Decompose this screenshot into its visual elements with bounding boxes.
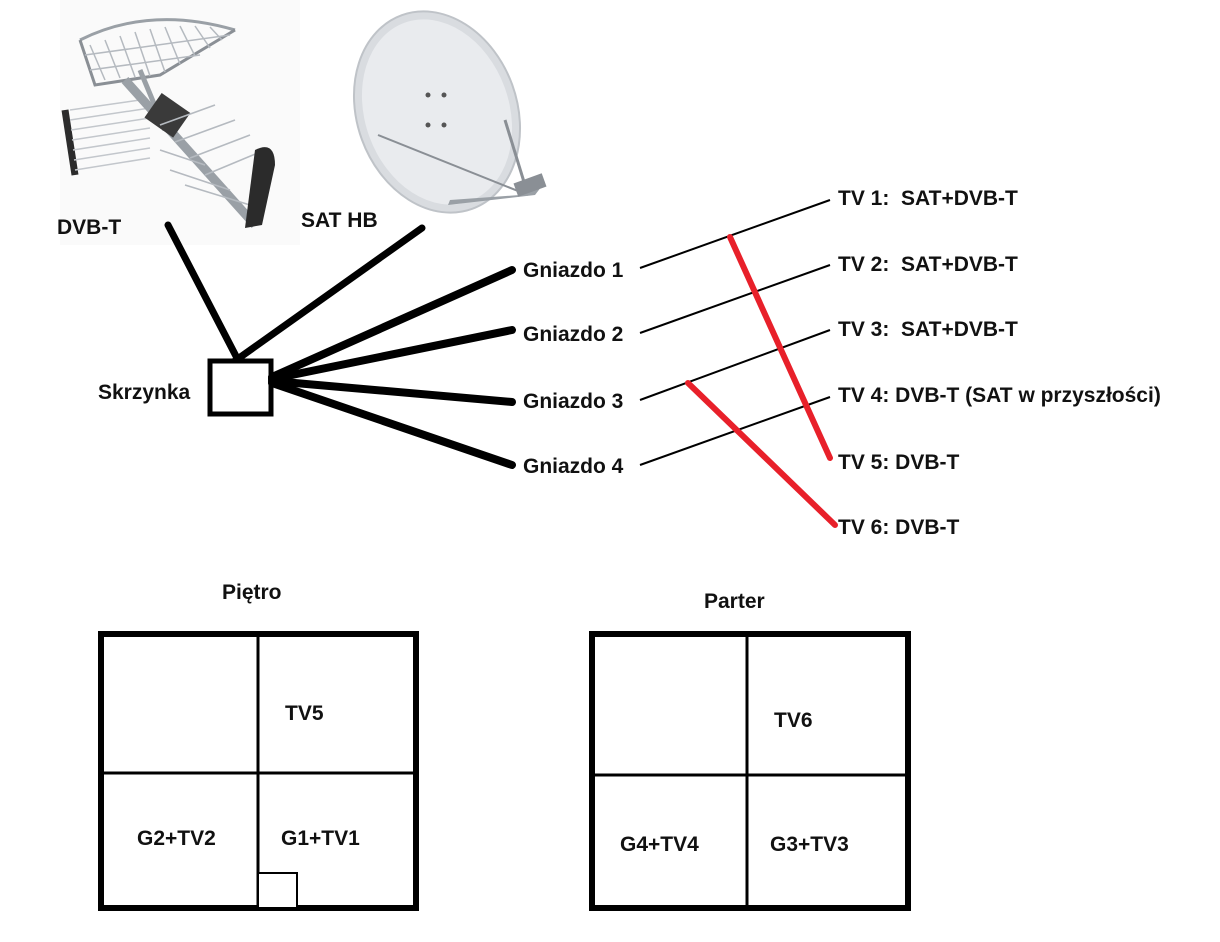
tv-links [639,199,831,466]
upper-box-marker [257,872,298,909]
upper-room-tv5: TV5 [285,702,324,725]
tv-2-label: TV 2: SAT+DVB-T [838,253,1018,276]
sat-label: SAT HB [301,209,378,232]
upper-room-g2tv2: G2+TV2 [137,827,216,850]
floor-plan-upper: Piętro TV5 G2+TV2 G1+TV1 [98,581,419,911]
socket-2-label: Gniazdo 2 [523,323,623,346]
floor-plan-ground: Parter TV6 G4+TV4 G3+TV3 [589,590,911,911]
socket-1-label: Gniazdo 1 [523,259,624,282]
tv5-extension-line [727,234,833,461]
dvbt-cable [164,221,242,364]
dvbt-antenna-icon [60,0,300,245]
tv-3-label: TV 3: SAT+DVB-T [838,318,1018,341]
satellite-dish-icon [352,10,547,214]
tv-1-label: TV 1: SAT+DVB-T [838,187,1018,210]
tv-4-label: TV 4: DVB-T (SAT w przyszłości) [838,384,1161,407]
tv6-extension-line [685,380,838,528]
box-label: Skrzynka [98,381,191,404]
upper-floor-title: Piętro [222,581,282,604]
socket-4-label: Gniazdo 4 [523,455,624,478]
ground-room-g3tv3: G3+TV3 [770,833,849,856]
dvbt-label: DVB-T [57,216,121,239]
socket-cables [268,266,516,469]
upper-room-g1tv1: G1+TV1 [281,827,360,850]
socket-3-label: Gniazdo 3 [523,390,623,413]
tv-6-label: TV 6: DVB-T [838,516,960,539]
ground-floor-title: Parter [704,590,765,613]
tv-5-label: TV 5: DVB-T [838,451,960,474]
sat-cable [228,224,426,367]
distribution-box [207,358,274,417]
ground-room-tv6: TV6 [774,709,813,732]
ground-room-g4tv4: G4+TV4 [620,833,699,856]
